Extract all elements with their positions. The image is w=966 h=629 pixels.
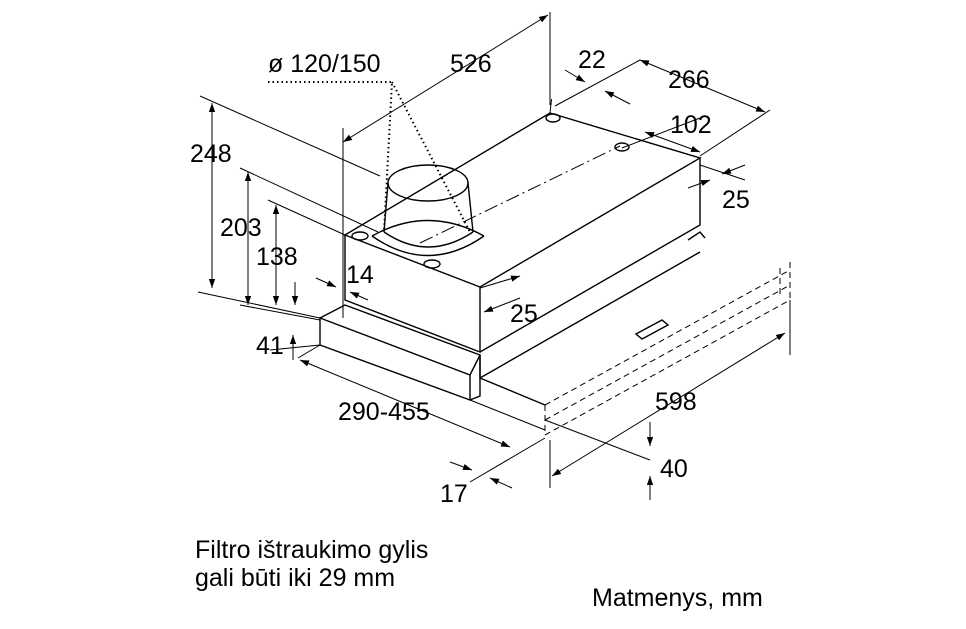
filter-note: Filtro ištraukimo gylis gali būti iki 29… [195, 536, 428, 592]
duct-collar [371, 164, 485, 257]
filter-note-line-1: Filtro ištraukimo gylis [195, 536, 429, 564]
label-duct-diameter: ø 120/150 [268, 50, 381, 78]
label-22: 22 [578, 46, 606, 74]
label-14: 14 [346, 261, 374, 289]
label-290-455: 290-455 [338, 398, 430, 426]
label-266: 266 [668, 66, 710, 94]
dimension-lines [197, 12, 791, 500]
label-203: 203 [220, 214, 262, 242]
label-17: 17 [440, 480, 468, 508]
label-40: 40 [660, 455, 688, 483]
label-102: 102 [670, 111, 712, 139]
label-598: 598 [655, 388, 697, 416]
label-248: 248 [190, 140, 232, 168]
label-25-right: 25 [722, 186, 750, 214]
label-25-front: 25 [510, 300, 538, 328]
label-41: 41 [256, 332, 284, 360]
filter-note-line-2: gali būti iki 29 mm [195, 564, 396, 592]
label-138: 138 [256, 243, 298, 271]
units-note: Matmenys, mm [592, 584, 763, 612]
hood-body [343, 94, 702, 354]
label-526: 526 [450, 50, 492, 78]
